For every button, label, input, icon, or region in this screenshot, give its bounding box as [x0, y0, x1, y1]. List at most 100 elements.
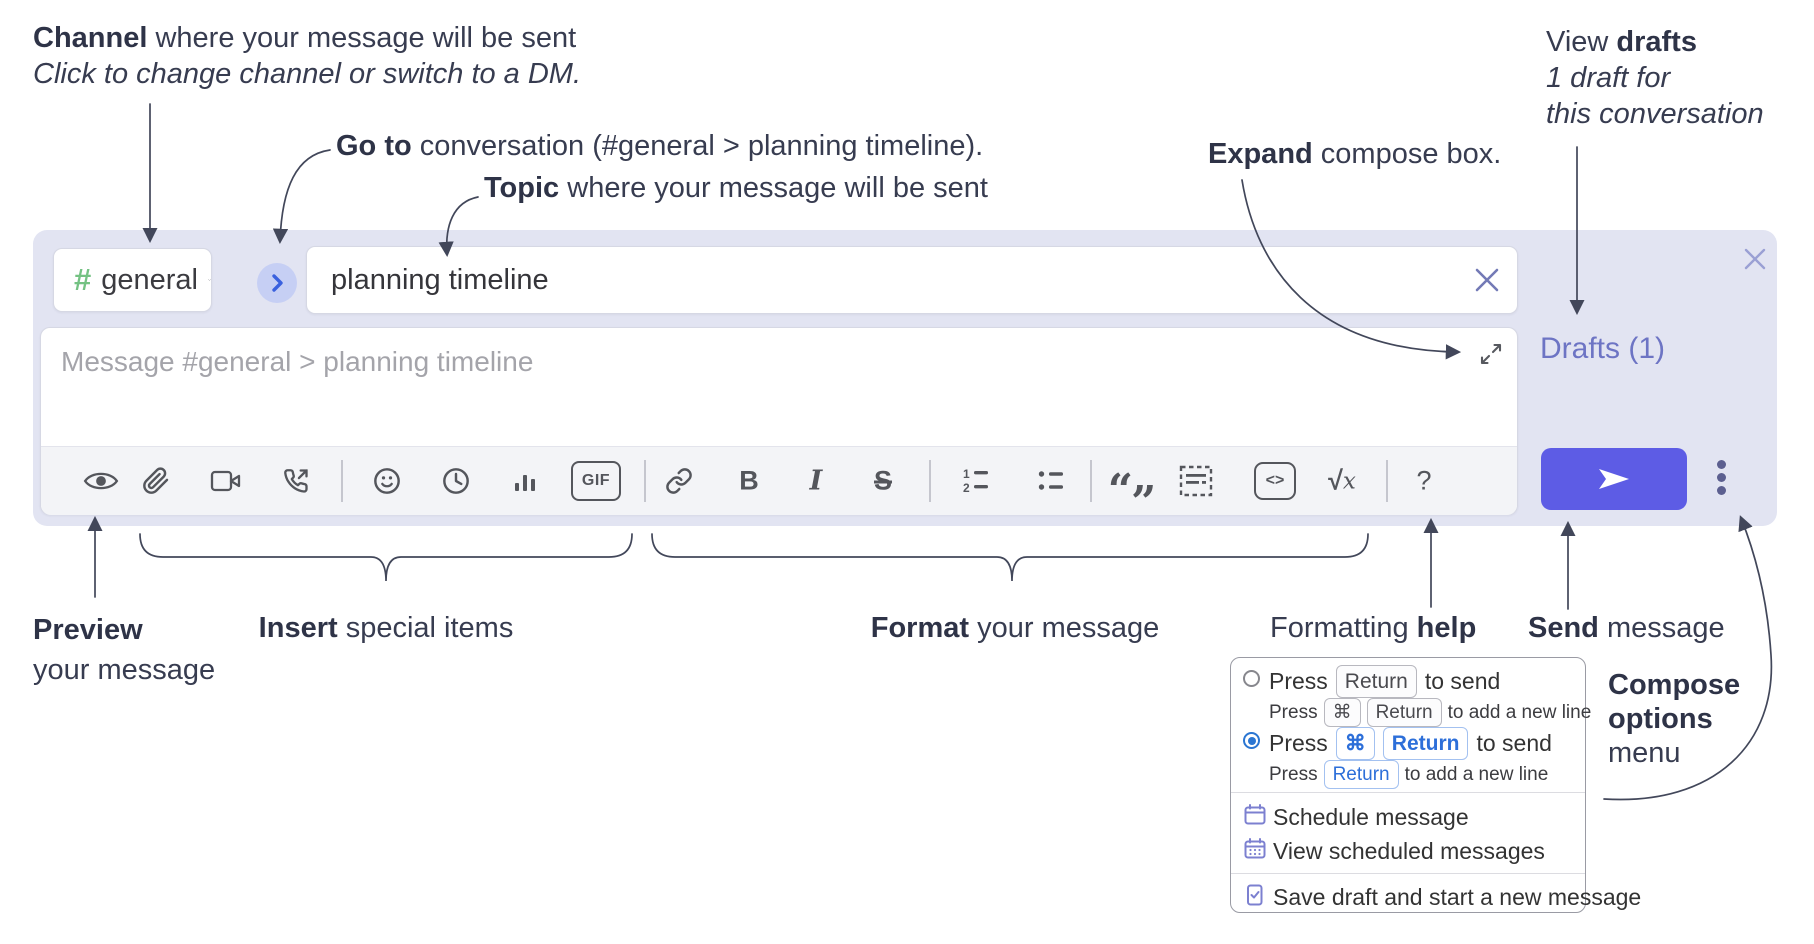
kbd-return: Return	[1366, 698, 1442, 727]
compose-options-popup: Press Return to send Press ⌘ Return to a…	[1230, 657, 1641, 913]
annotation-view-drafts-line2: 1 draft for	[1546, 62, 1671, 94]
annotation-view-drafts-bold: drafts	[1616, 26, 1697, 58]
schedule-calendar-icon[interactable]	[1244, 804, 1266, 825]
message-area: GIF B I S 12 “ ” <>	[40, 327, 1518, 525]
label-format-bold: Format	[870, 612, 970, 644]
annotation-expand-rest: compose box.	[1312, 138, 1502, 170]
italic-icon[interactable]: I	[809, 465, 823, 497]
preview-eye-icon[interactable]	[83, 468, 119, 494]
label-send-bold: Send	[1528, 612, 1599, 644]
channel-selector[interactable]: # general	[53, 248, 212, 312]
label-compose-options-line2: options	[1608, 703, 1713, 735]
menu-item-view-scheduled[interactable]: View scheduled messages	[1273, 838, 1545, 864]
math-var-glyph: x	[1342, 468, 1356, 494]
send-button[interactable]	[1541, 448, 1687, 510]
label-help: Formatting help	[1270, 610, 1476, 646]
message-input[interactable]	[59, 344, 1443, 434]
expand-compose-icon[interactable]	[1479, 342, 1503, 366]
label-send: Send message	[1528, 610, 1725, 646]
compose-box: # general	[33, 230, 1777, 526]
save-draft-icon[interactable]	[1246, 884, 1264, 906]
radio-cmd-return-to-send[interactable]	[1243, 732, 1260, 749]
formatting-help-icon[interactable]: ?	[1416, 465, 1432, 496]
bulleted-list-icon[interactable]	[1037, 467, 1065, 495]
annotation-view-drafts: View drafts 1 draft for this conversatio…	[1546, 24, 1764, 132]
topic-input[interactable]	[329, 247, 1463, 313]
channel-name: general	[101, 263, 198, 296]
label-send-rest: message	[1598, 612, 1725, 644]
gif-icon[interactable]: GIF	[571, 461, 621, 501]
popup-option2-sub-suffix: to add a new line	[1404, 763, 1549, 785]
scheduled-messages-calendar-icon[interactable]	[1244, 838, 1266, 859]
label-help-bold: help	[1416, 612, 1477, 644]
kbd-cmd-blue: ⌘	[1335, 727, 1375, 760]
code-icon[interactable]: <>	[1254, 462, 1296, 500]
drafts-link[interactable]: Drafts (1)	[1540, 332, 1666, 365]
chevron-right-icon	[272, 274, 283, 292]
poll-chart-icon[interactable]	[512, 468, 538, 494]
label-preview-line2: your message	[33, 654, 216, 686]
toolbar-divider	[644, 460, 646, 502]
label-compose-options: Compose options menu	[1608, 668, 1740, 770]
annotation-channel: Channel where your message will be sent …	[33, 20, 581, 92]
label-compose-options-line1: Compose	[1608, 669, 1741, 701]
chevron-down-icon	[208, 279, 211, 281]
popup-option2-suffix: to send	[1476, 730, 1552, 756]
quote-open-glyph: “	[1107, 465, 1133, 516]
popup-option2[interactable]: Press ⌘ Return to send	[1269, 727, 1552, 760]
video-call-icon[interactable]	[210, 469, 242, 493]
annotation-expand: Expand compose box.	[1208, 136, 1501, 172]
popup-option1-sub-press: Press	[1269, 701, 1318, 723]
popup-option2-sub: Press Return to add a new line	[1269, 760, 1548, 789]
label-compose-options-line3: menu	[1608, 737, 1681, 769]
bold-icon[interactable]: B	[739, 465, 759, 496]
label-insert-bold: Insert	[258, 612, 338, 644]
popup-option1-sub-suffix: to add a new line	[1447, 701, 1592, 723]
annotation-topic-rest: where your message will be sent	[559, 172, 988, 204]
compose-options-button[interactable]	[1717, 460, 1727, 499]
channel-hash-icon: #	[74, 262, 92, 297]
link-icon[interactable]	[665, 467, 693, 495]
menu-item-save-draft[interactable]: Save draft and start a new message	[1273, 884, 1642, 910]
topic-clear-icon[interactable]	[1473, 266, 1501, 294]
label-insert: Insert special items	[259, 610, 514, 646]
toolbar-divider	[1386, 460, 1388, 502]
popup-divider	[1231, 792, 1585, 793]
annotation-topic-bold: Topic	[484, 172, 560, 204]
toolbar-divider	[929, 460, 931, 502]
gif-icon-label: GIF	[581, 472, 611, 489]
attach-paperclip-icon[interactable]	[142, 467, 170, 495]
audio-call-icon[interactable]	[282, 467, 310, 495]
kbd-return-blue: Return	[1382, 727, 1469, 760]
kbd-return: Return	[1335, 665, 1417, 698]
emoji-icon[interactable]	[373, 467, 401, 495]
go-to-conversation-button[interactable]	[257, 263, 297, 303]
annotation-view-drafts-line3: this conversation	[1546, 98, 1764, 130]
topic-field	[306, 246, 1518, 314]
spoiler-icon[interactable]	[1179, 465, 1213, 497]
strikethrough-icon[interactable]: S	[873, 465, 893, 496]
annotation-go-to: Go to conversation (#general > planning …	[336, 128, 983, 164]
radio-return-to-send[interactable]	[1243, 670, 1260, 687]
popup-option2-sub-press: Press	[1269, 763, 1318, 785]
popup-option1[interactable]: Press Return to send	[1269, 665, 1500, 698]
send-plane-icon	[1599, 469, 1629, 489]
toolbar-divider	[341, 460, 343, 502]
svg-text:2: 2	[963, 481, 970, 495]
annotation-go-to-rest: conversation (#general > planning timeli…	[411, 130, 984, 162]
popup-option2-press: Press	[1269, 730, 1328, 756]
kbd-cmd: ⌘	[1323, 698, 1361, 727]
popup-option1-suffix: to send	[1424, 668, 1501, 694]
popup-option1-press: Press	[1269, 668, 1328, 694]
brace-insert	[139, 533, 633, 582]
menu-item-schedule-message[interactable]: Schedule message	[1273, 804, 1469, 830]
annotation-topic: Topic where your message will be sent	[484, 170, 988, 206]
quote-icon[interactable]: “ ”	[1108, 469, 1159, 525]
annotation-channel-bold: Channel	[33, 22, 148, 54]
schedule-time-icon[interactable]	[442, 467, 470, 495]
close-compose-icon[interactable]	[1743, 247, 1767, 271]
math-icon[interactable]: √x	[1328, 466, 1356, 497]
